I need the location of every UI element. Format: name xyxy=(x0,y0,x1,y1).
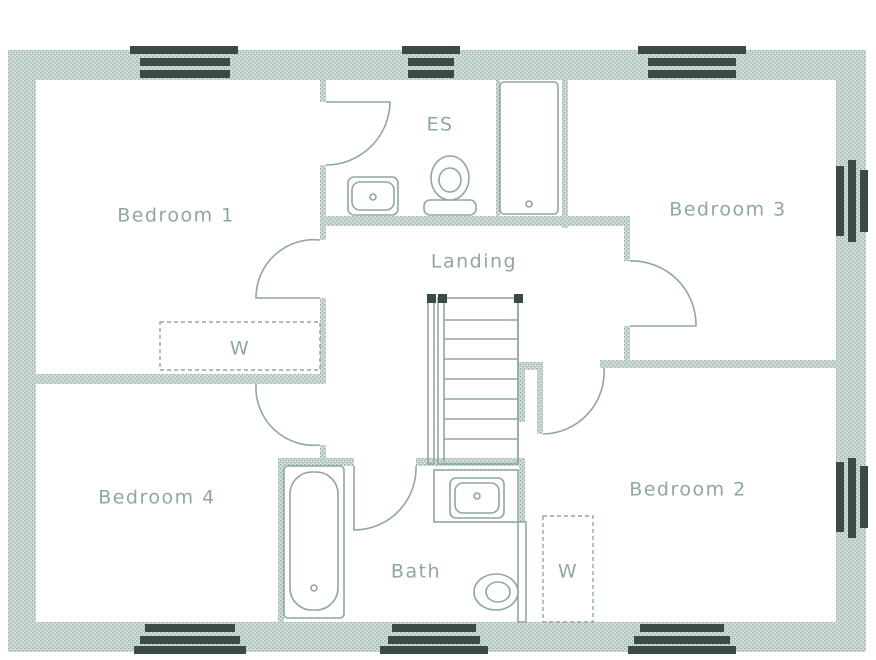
wall-stair-right-vert xyxy=(519,362,525,422)
bathroom-toilet xyxy=(473,521,527,623)
label-bedroom4: Bedroom 4 xyxy=(98,487,216,509)
wall-bed1-es xyxy=(320,80,326,102)
door-bedroom4 xyxy=(255,383,321,447)
bathroom-sink xyxy=(433,469,519,523)
wall-left xyxy=(8,50,36,652)
wall-bed1-bed4 xyxy=(36,374,326,384)
window-top-left xyxy=(130,46,238,78)
window-bottom-left xyxy=(134,624,246,654)
wardrobes xyxy=(159,321,594,623)
label-bathroom: Bath xyxy=(391,561,441,583)
staircase xyxy=(427,294,523,465)
room-labels: ES Bedroom 1 Bedroom 3 Landing W Bedroom… xyxy=(98,114,787,583)
wall-es-bath-partition xyxy=(496,80,500,218)
door-bathroom xyxy=(353,465,417,531)
wall-landing-bed3-upper xyxy=(624,216,630,261)
label-wardrobe2: W xyxy=(558,561,578,583)
wall-landing-bed3-lower xyxy=(624,326,630,366)
door-bedroom3 xyxy=(629,260,697,327)
window-bottom-right xyxy=(628,624,736,654)
ensuite-sink xyxy=(347,176,399,216)
window-top-middle xyxy=(402,46,460,78)
wall-bed2-landing xyxy=(537,362,543,434)
wall-bed4-landing-lower xyxy=(320,445,326,465)
door-bedroom2 xyxy=(542,367,605,435)
door-ensuite xyxy=(325,101,391,166)
wall-bed1-landing-lower xyxy=(320,298,326,384)
label-ensuite: ES xyxy=(426,114,453,136)
wall-bed3-bed2 xyxy=(624,360,836,368)
wall-bath-left xyxy=(278,458,284,628)
window-right-upper xyxy=(836,160,868,242)
wall-bath-top-left xyxy=(278,458,354,466)
wall-stair-right xyxy=(519,362,543,370)
window-right-lower xyxy=(836,458,868,538)
label-wardrobe1: W xyxy=(230,338,250,360)
label-bedroom2: Bedroom 2 xyxy=(629,479,747,501)
ensuite-bath xyxy=(499,81,559,215)
wardrobe-bedroom1 xyxy=(159,321,321,371)
wall-bed2-landing-top xyxy=(600,360,630,368)
label-bedroom3: Bedroom 3 xyxy=(669,199,787,221)
wall-bath-top-right xyxy=(416,458,524,466)
wall-es-bed3 xyxy=(562,80,568,228)
wall-es-landing xyxy=(320,216,630,226)
wall-bed1-landing-upper xyxy=(320,226,326,240)
ensuite-toilet xyxy=(423,155,477,216)
wall-bed1-es-lower xyxy=(320,165,326,240)
doors xyxy=(255,101,697,531)
fixtures xyxy=(283,81,559,623)
bathroom-bath xyxy=(283,465,345,619)
window-bottom-middle xyxy=(380,624,488,654)
window-top-right xyxy=(638,46,746,78)
door-bedroom1 xyxy=(255,238,321,299)
wardrobe-bedroom2 xyxy=(542,515,594,623)
label-landing: Landing xyxy=(431,251,517,273)
wall-bath-bed2 xyxy=(519,458,525,522)
wall-right xyxy=(836,50,866,652)
label-bedroom1: Bedroom 1 xyxy=(117,205,235,227)
windows xyxy=(130,46,868,654)
